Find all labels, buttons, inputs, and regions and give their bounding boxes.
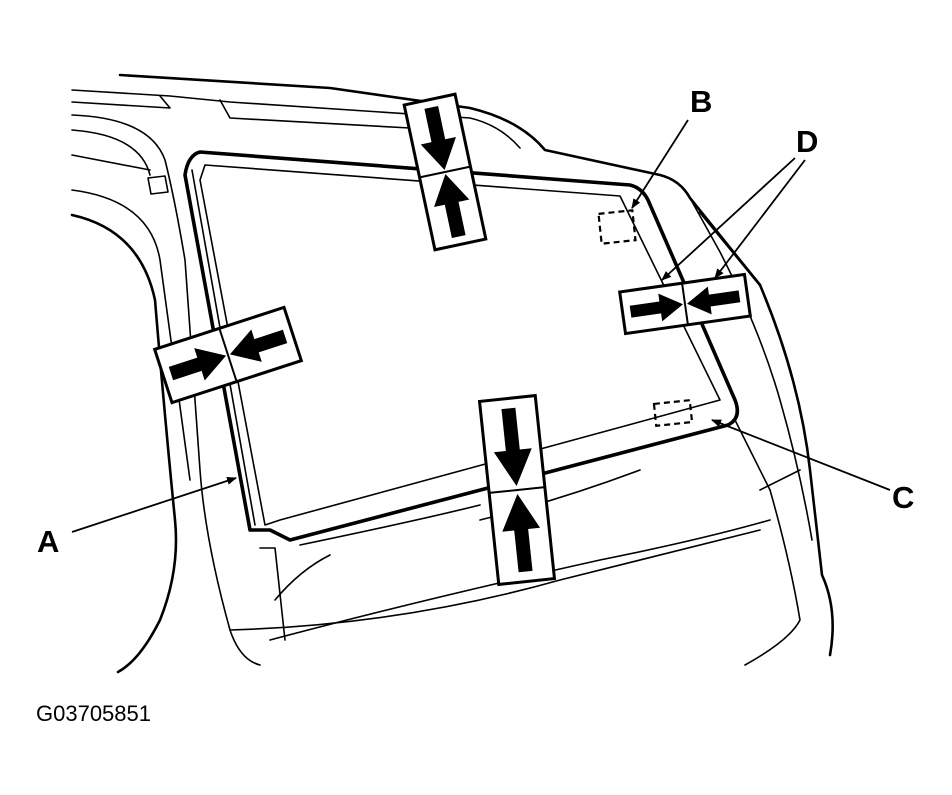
right-horizontal-arrows [617, 272, 753, 336]
clip-c-marker [652, 398, 694, 428]
callout-label-d: D [796, 124, 818, 159]
callout-label-c: C [892, 480, 914, 515]
clip-b-marker [597, 209, 637, 245]
figure-id: G03705851 [36, 701, 151, 726]
leader-lines [71, 119, 891, 533]
vehicle-body-outline [70, 73, 834, 674]
bottom-vertical-arrows [477, 393, 557, 587]
left-horizontal-arrows [152, 305, 304, 405]
callout-label-a: A [37, 524, 59, 559]
top-vertical-arrows [402, 92, 488, 252]
callout-label-b: B [690, 84, 712, 119]
